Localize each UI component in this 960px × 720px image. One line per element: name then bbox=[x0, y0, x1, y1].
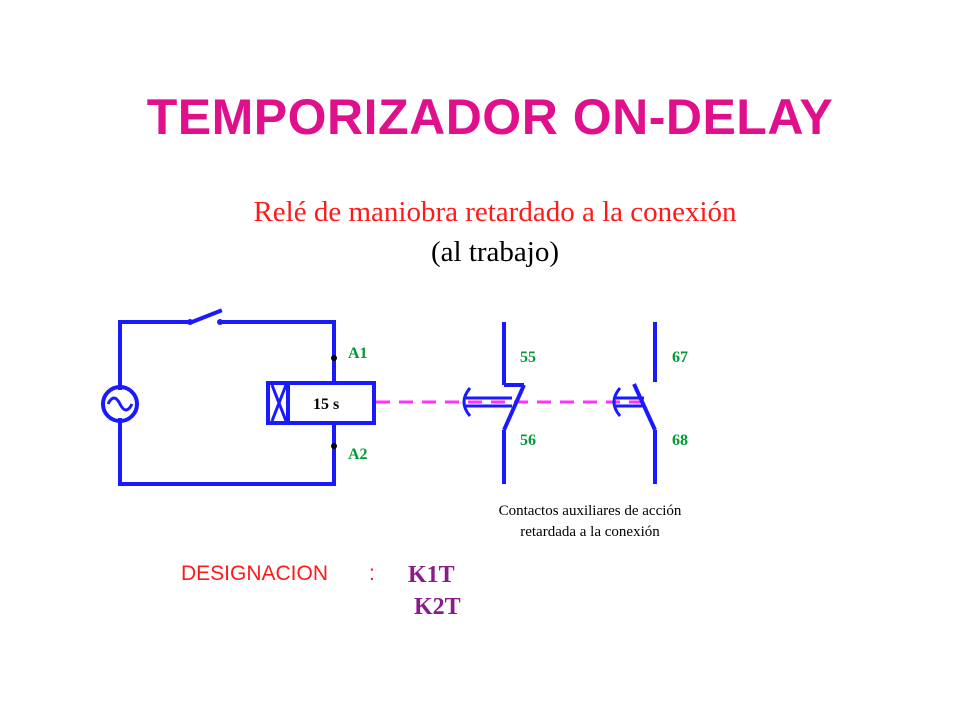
contact-67-68 bbox=[632, 322, 657, 484]
caption-line-2: retardada a la conexión bbox=[520, 524, 660, 540]
timer-coil-cross-icon bbox=[270, 384, 288, 422]
delay-arc-icon-2 bbox=[612, 387, 644, 417]
terminal-a1-label: A1 bbox=[348, 345, 368, 362]
caption-line-1: Contactos auxiliares de acción bbox=[498, 503, 682, 519]
switch-terminal-left bbox=[187, 319, 193, 325]
designation-code-k1t: K1T bbox=[408, 562, 455, 588]
wire-top-left bbox=[118, 320, 192, 390]
ac-source-icon bbox=[101, 385, 139, 423]
subtitle-line-2: (al trabajo) bbox=[430, 236, 559, 268]
contact-55-56 bbox=[502, 322, 526, 484]
contact-label-68: 68 bbox=[672, 432, 688, 449]
contact-label-55: 55 bbox=[520, 349, 536, 366]
wire-top-right bbox=[218, 320, 336, 360]
timer-label: 15 s bbox=[313, 396, 339, 413]
power-circuit bbox=[118, 308, 336, 486]
contact-label-56: 56 bbox=[520, 432, 536, 449]
wire-bottom bbox=[118, 418, 336, 486]
switch-terminal-right bbox=[217, 319, 223, 325]
designation-separator: : bbox=[369, 562, 375, 585]
subtitle-line-1: Relé de maniobra retardado a la conexión bbox=[253, 196, 737, 228]
contact-label-67: 67 bbox=[672, 349, 688, 366]
delay-arc-icon-1 bbox=[462, 387, 512, 417]
terminal-a2-label: A2 bbox=[348, 446, 368, 463]
terminal-a1-dot bbox=[331, 355, 337, 361]
designation-label: DESIGNACION bbox=[181, 562, 329, 585]
switch-blade bbox=[189, 308, 223, 325]
terminal-a2-dot bbox=[331, 443, 337, 449]
designation-code-k2t: K2T bbox=[414, 594, 461, 620]
page-title: TEMPORIZADOR ON-DELAY bbox=[146, 89, 834, 145]
